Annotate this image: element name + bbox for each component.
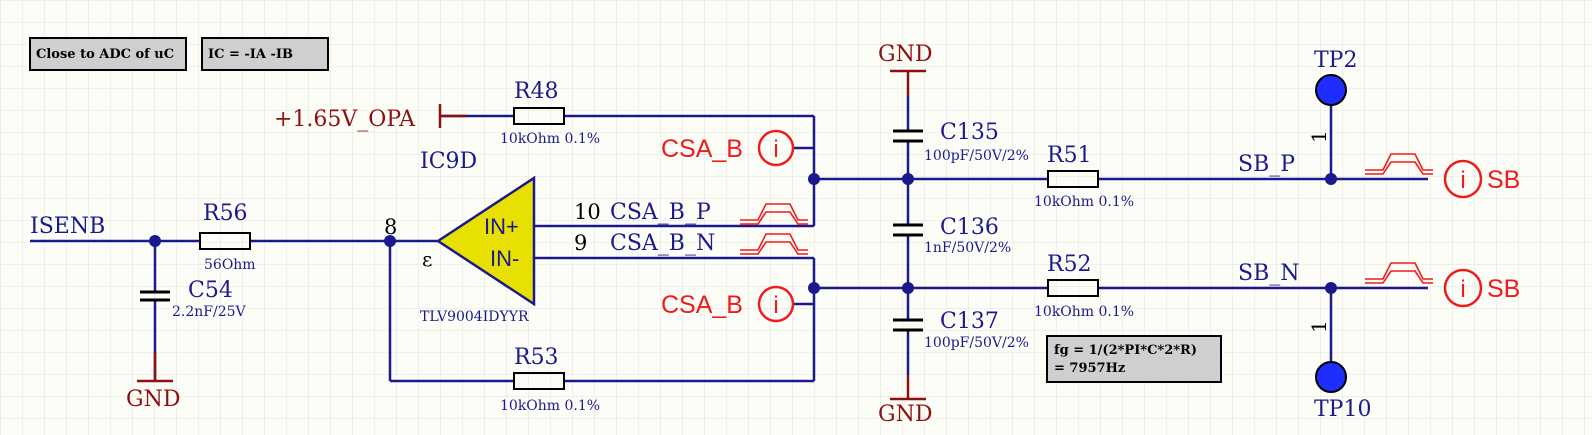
- port-sb-top-label: SB: [1487, 166, 1520, 194]
- port-input-icon: [757, 129, 795, 167]
- port-csa-b-top[interactable]: CSA_B i: [661, 129, 795, 167]
- junction-isenb: [149, 235, 161, 247]
- r48-ref: R48: [514, 79, 559, 104]
- port-icon-glyph: i: [773, 136, 778, 163]
- r52-ref: R52: [1047, 252, 1092, 277]
- gnd-label-bottom: GND: [878, 402, 932, 427]
- r52-value: 10kOhm 0.1%: [1034, 304, 1134, 320]
- note-fg-line1: fg = 1/(2*PI*C*2*R): [1054, 343, 1197, 358]
- c135-ref: C135: [940, 120, 999, 145]
- tp2-ref: TP2: [1314, 48, 1357, 73]
- resistor-r56[interactable]: [199, 232, 251, 250]
- junction-tp2: [1325, 173, 1337, 185]
- port-icon-glyph: i: [773, 292, 778, 319]
- testpoint-tp10[interactable]: [1315, 361, 1347, 393]
- diff-pair-icon: [1365, 262, 1433, 284]
- opamp-ic9d[interactable]: IN+ IN-: [435, 175, 536, 307]
- gnd-label-c54: GND: [126, 387, 180, 412]
- gnd-symbol-c54[interactable]: [137, 352, 173, 383]
- note-fg-line2: = 7957Hz: [1054, 361, 1125, 376]
- opamp-unit-glyph: ε: [422, 247, 432, 271]
- net-label-sb-p[interactable]: SB_P: [1238, 152, 1295, 177]
- port-input-icon: [757, 285, 795, 323]
- resistor-r51[interactable]: [1047, 170, 1099, 188]
- diff-pair-icon: [740, 233, 808, 255]
- c54-ref: C54: [188, 278, 233, 303]
- port-input-icon: [1443, 268, 1483, 308]
- vref-symbol[interactable]: [438, 104, 466, 128]
- capacitor-c135[interactable]: [893, 129, 923, 143]
- c54-value: 2.2nF/25V: [172, 304, 247, 320]
- junctions: [149, 173, 1337, 294]
- opamp-pin-minus: 9: [574, 231, 587, 255]
- junction-tp10: [1325, 282, 1337, 294]
- c136-value: 1nF/50V/2%: [924, 240, 1011, 256]
- opamp-pin-out: 8: [384, 215, 397, 239]
- opamp-body: [435, 175, 536, 307]
- net-label-isenb[interactable]: ISENB: [30, 214, 105, 239]
- c136-ref: C136: [940, 215, 999, 240]
- testpoint-pad: [1315, 74, 1347, 106]
- r56-ref: R56: [203, 201, 248, 226]
- note-ic-equation-text: IC = -IA -IB: [208, 47, 293, 62]
- tp2-pin: 1: [1307, 130, 1331, 143]
- opamp-in-plus: IN+: [484, 214, 519, 239]
- diff-pair-icon: [740, 203, 808, 225]
- resistor-r52[interactable]: [1047, 279, 1099, 297]
- net-label-sb-n[interactable]: SB_N: [1238, 261, 1300, 286]
- junction-p-cap: [902, 173, 914, 185]
- testpoint-tp2[interactable]: [1315, 74, 1347, 106]
- note-close-to-adc[interactable]: Close to ADC of uC: [29, 37, 187, 71]
- vref-label: +1.65V_OPA: [274, 107, 416, 132]
- tp10-ref: TP10: [1314, 397, 1371, 422]
- gnd-symbol-bottom[interactable]: [890, 375, 926, 401]
- c137-value: 100pF/50V/2%: [924, 335, 1029, 351]
- tp10-pin: 1: [1307, 320, 1331, 333]
- port-csa-b-bottom-label: CSA_B: [661, 291, 743, 319]
- port-sb-bottom[interactable]: i SB: [1443, 268, 1520, 308]
- port-sb-bottom-label: SB: [1487, 275, 1520, 303]
- gnd-label-top: GND: [878, 42, 932, 67]
- resistor-r53[interactable]: [513, 372, 565, 390]
- r56-value: 56Ohm: [204, 257, 256, 273]
- note-ic-equation[interactable]: IC = -IA -IB: [201, 37, 329, 71]
- net-label-csa-b-p[interactable]: CSA_B_P: [610, 200, 711, 225]
- c135-value: 100pF/50V/2%: [924, 148, 1029, 164]
- opamp-pin-plus: 10: [574, 200, 601, 224]
- diff-pair-markers: [740, 153, 1433, 284]
- power-symbols: [137, 69, 926, 401]
- capacitor-c136[interactable]: [893, 223, 923, 237]
- junction-opamp-out: [384, 235, 396, 247]
- opamp-ref: IC9D: [420, 149, 477, 174]
- capacitor-plates: [140, 129, 923, 332]
- capacitor-c137[interactable]: [893, 318, 923, 332]
- capacitor-c54[interactable]: [140, 290, 170, 302]
- r53-value: 10kOhm 0.1%: [500, 398, 600, 414]
- junction-n-left: [808, 282, 820, 294]
- r53-ref: R53: [514, 345, 559, 370]
- testpoint-pad: [1315, 361, 1347, 393]
- note-fg[interactable]: fg = 1/(2*PI*C*2*R) = 7957Hz: [1046, 335, 1222, 383]
- resistor-r48[interactable]: [513, 107, 565, 125]
- opamp-in-minus: IN-: [490, 246, 519, 271]
- port-icon-glyph: i: [1460, 167, 1465, 194]
- port-icon-glyph: i: [1460, 276, 1465, 303]
- net-label-csa-b-n[interactable]: CSA_B_N: [610, 231, 715, 256]
- diff-pair-icon: [1365, 153, 1433, 175]
- opamp-part: TLV9004IDYYR: [420, 309, 529, 325]
- c137-ref: C137: [940, 309, 999, 334]
- r51-ref: R51: [1047, 143, 1092, 168]
- resistor-bodies: [199, 107, 1099, 390]
- r51-value: 10kOhm 0.1%: [1034, 194, 1134, 210]
- port-csa-b-top-label: CSA_B: [661, 135, 743, 163]
- gnd-symbol-top[interactable]: [890, 69, 926, 96]
- port-input-icon: [1443, 159, 1483, 199]
- junction-n-cap: [902, 282, 914, 294]
- junction-p-left: [808, 173, 820, 185]
- port-sb-top[interactable]: i SB: [1443, 159, 1520, 199]
- r48-value: 10kOhm 0.1%: [500, 131, 600, 147]
- port-csa-b-bottom[interactable]: CSA_B i: [661, 285, 795, 323]
- note-close-to-adc-text: Close to ADC of uC: [36, 47, 174, 62]
